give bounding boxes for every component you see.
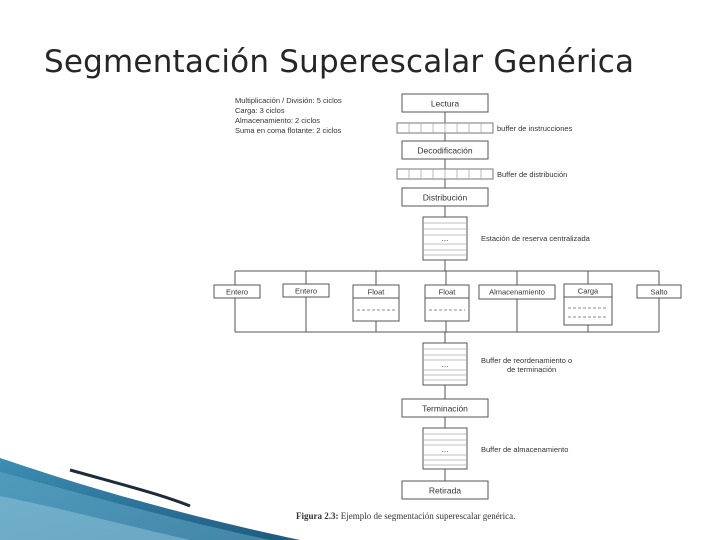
unit-label: Float <box>439 288 457 297</box>
ellipsis-label: ... <box>442 360 449 369</box>
unit-label: Carga <box>578 287 599 296</box>
buffer-label: Buffer de reordenamiento o <box>481 356 572 365</box>
unit-label: Entero <box>295 287 317 296</box>
slide-title: Segmentación Superescalar Genérica <box>44 44 634 80</box>
ellipsis-label: ... <box>442 445 449 454</box>
buffer-label: Estación de reserva centralizada <box>481 234 591 243</box>
stage-terminacion: Terminación <box>402 399 488 417</box>
reorder-buffer: ... Buffer de reordenamiento o de termin… <box>423 343 572 385</box>
unit-label: Almacenamiento <box>489 288 545 297</box>
dispatch-buffer: Buffer de distribución <box>397 169 567 179</box>
unit-entero: Entero <box>283 284 329 297</box>
stage-label: Lectura <box>431 99 460 109</box>
store-buffer: ... Buffer de almacenamiento <box>423 428 568 469</box>
stage-decodificacion: Decodificación <box>402 141 488 159</box>
latency-note: Carga: 3 ciclos <box>235 106 285 115</box>
unit-float: Float <box>425 285 469 321</box>
stage-label: Retirada <box>429 486 461 496</box>
buffer-label: Buffer de distribución <box>497 170 567 179</box>
figure-caption: Figura 2.3: Ejemplo de segmentación supe… <box>296 511 515 521</box>
unit-label: Float <box>368 288 386 297</box>
unit-float: Float <box>353 285 399 321</box>
unit-entero: Entero <box>214 285 260 298</box>
unit-label: Entero <box>226 288 248 297</box>
reservation-station: ... Estación de reserva centralizada <box>423 217 591 260</box>
stage-label: Decodificación <box>417 146 473 156</box>
ellipsis-label: ... <box>442 234 449 243</box>
buffer-label: Buffer de almacenamiento <box>481 445 568 454</box>
stage-lectura: Lectura <box>402 94 488 112</box>
latency-note: Multiplicación / División: 5 ciclos <box>235 96 342 105</box>
stage-distribucion: Distribución <box>402 188 488 206</box>
buffer-label: buffer de instrucciones <box>497 124 573 133</box>
caption-text: Ejemplo de segmentación superescalar gen… <box>341 511 516 521</box>
stage-retirada: Retirada <box>402 481 488 499</box>
latency-note: Almacenamiento: 2 ciclos <box>235 116 320 125</box>
latency-note: Suma en coma flotante: 2 ciclos <box>235 126 342 135</box>
decorative-swoosh <box>0 450 300 540</box>
stage-label: Distribución <box>423 193 468 203</box>
unit-almacenamiento: Almacenamiento <box>479 285 555 299</box>
stage-label: Terminación <box>422 404 468 414</box>
instruction-buffer: buffer de instrucciones <box>397 123 573 133</box>
caption-label: Figura 2.3: <box>296 511 339 521</box>
unit-salto: Salto <box>637 285 681 298</box>
unit-carga: Carga <box>564 284 612 325</box>
unit-label: Salto <box>650 288 667 297</box>
buffer-label: de terminación <box>507 365 556 374</box>
